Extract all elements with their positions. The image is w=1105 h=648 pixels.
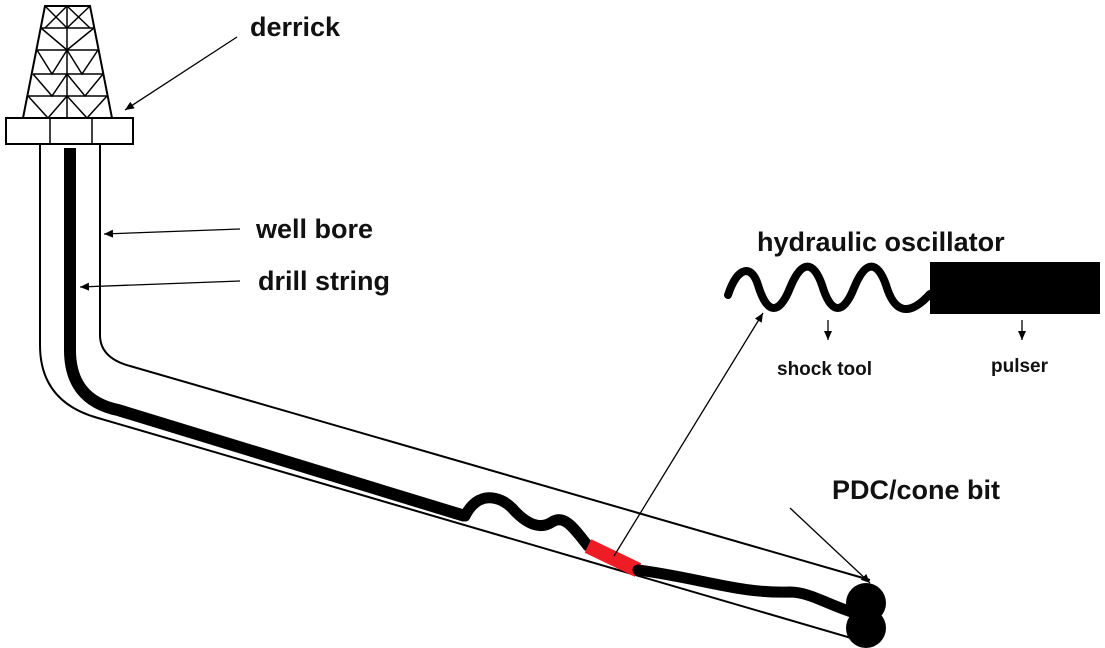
drill-string-label: drill string [258, 266, 390, 296]
hydraulic-oscillator-label: hydraulic oscillator [757, 227, 1005, 257]
shock-tool-spring [724, 262, 934, 313]
shock-tool-label: shock tool [777, 359, 872, 380]
well-bore-arrow [103, 228, 241, 238]
oscillator-inset [724, 262, 1100, 314]
drill-string [64, 148, 864, 620]
derrick-arrow [124, 36, 238, 111]
derrick-label: derrick [250, 12, 341, 42]
well-bore [39, 144, 871, 641]
drill-bit [846, 583, 886, 648]
oscillator-arrow [613, 312, 764, 557]
derrick [5, 4, 134, 145]
well-bore-label: well bore [255, 214, 373, 244]
oscillator-highlight [584, 539, 642, 577]
pulser-label: pulser [991, 356, 1049, 377]
pulser-block [930, 262, 1100, 314]
annotation-arrows [79, 36, 1026, 584]
bit-label: PDC/cone bit [832, 475, 1000, 505]
drill-string-arrow [79, 280, 241, 291]
bit-arrow [789, 507, 871, 584]
